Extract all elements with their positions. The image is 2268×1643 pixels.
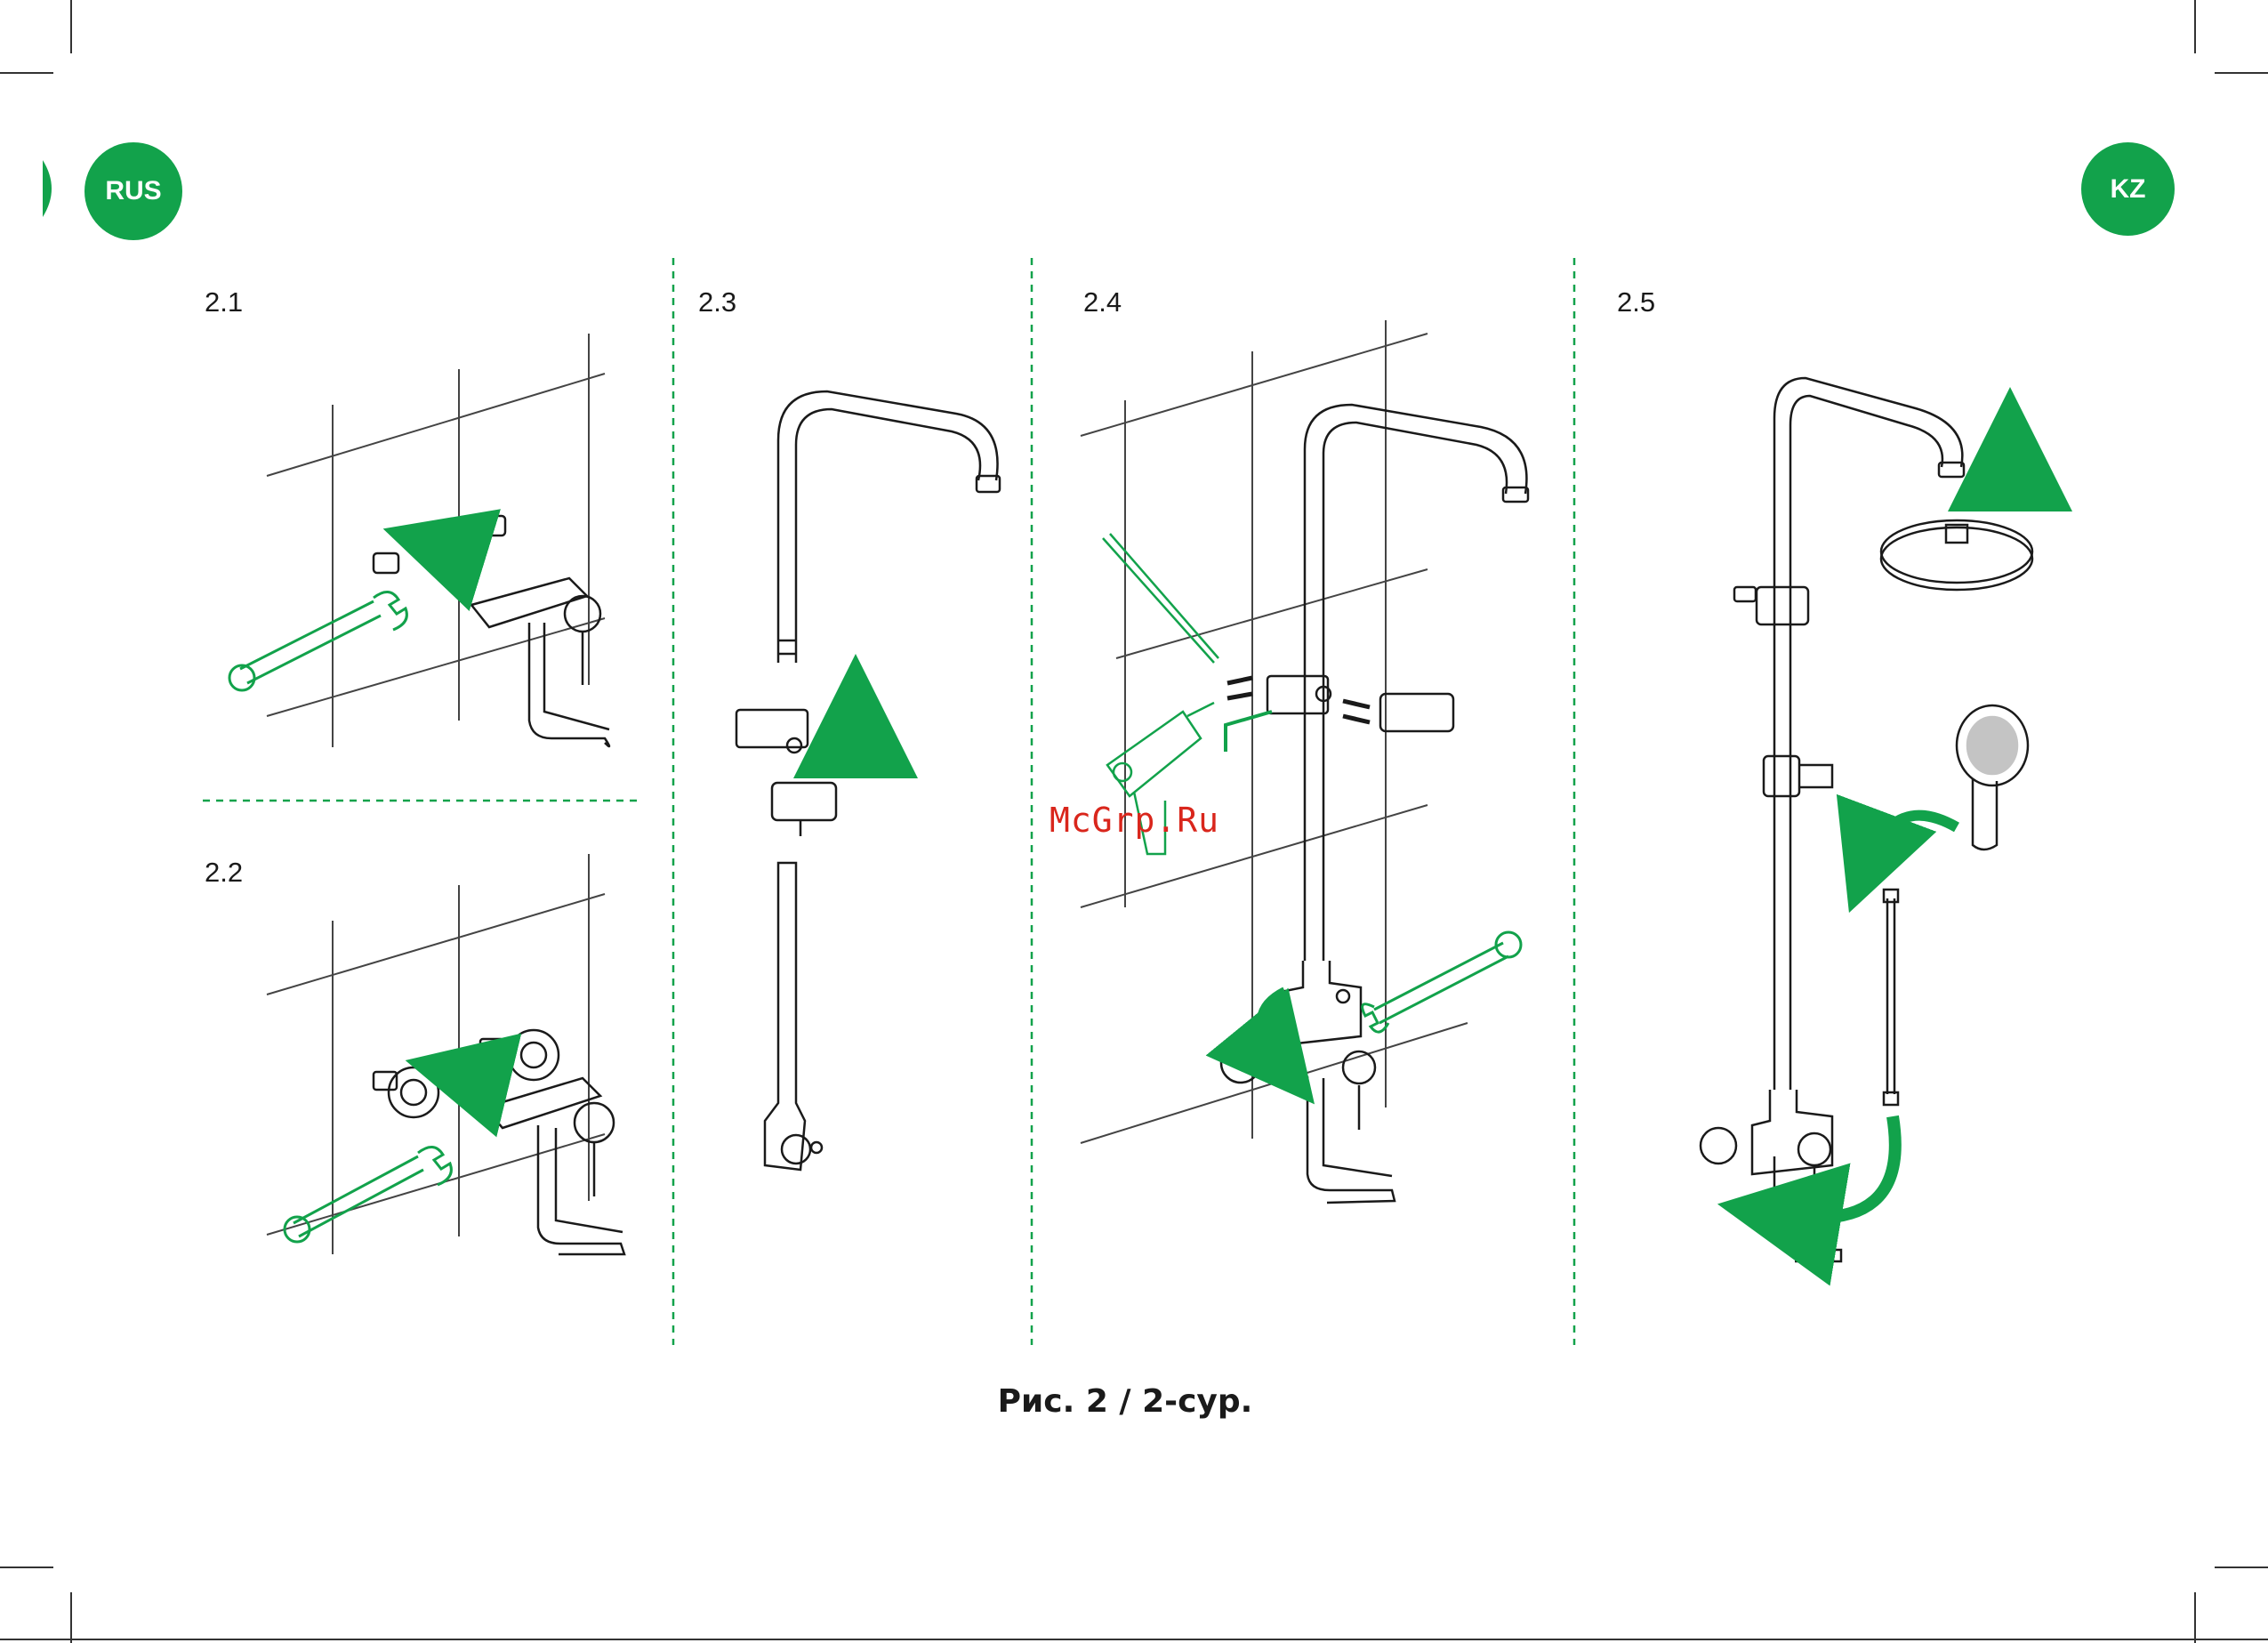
mixer-body xyxy=(485,1078,624,1254)
figure-caption: Рис. 2 / 2-сур. xyxy=(0,1383,2250,1420)
step-label-2-3: 2.3 xyxy=(698,286,736,318)
panel-2-3 xyxy=(736,391,1000,1170)
panel-2-4 xyxy=(1081,320,1528,1203)
rotate-arrow-icon xyxy=(1779,1116,1895,1218)
panel-2-5 xyxy=(1701,378,2032,1261)
step-label-2-1: 2.1 xyxy=(205,286,243,318)
arrow-icon xyxy=(434,544,480,559)
shower-riser-bottom xyxy=(765,863,822,1170)
wall-bracket-parts xyxy=(1227,676,1453,731)
pencil-icon xyxy=(1103,534,1218,663)
shower-riser-top xyxy=(778,391,1000,663)
language-badge-kz: KZ xyxy=(2081,142,2175,236)
edge-tab xyxy=(43,160,52,217)
wrench-icon xyxy=(285,1147,451,1242)
language-badge-rus: RUS xyxy=(84,142,182,240)
watermark: McGrp.Ru xyxy=(1050,801,1219,840)
mixer-body xyxy=(1701,1090,1841,1261)
hex-key-icon xyxy=(1226,712,1272,752)
rain-shower-head-icon xyxy=(1881,520,2032,590)
shower-riser xyxy=(1734,378,1964,1090)
shower-hose xyxy=(1884,890,1898,1105)
step-label-2-5: 2.5 xyxy=(1617,286,1655,318)
wall-tiles xyxy=(267,854,605,1254)
panel-dividers xyxy=(203,258,1574,1345)
arrow-icon xyxy=(457,1073,502,1083)
hand-shower-icon xyxy=(1957,705,2028,850)
panel-2-2 xyxy=(267,854,624,1254)
step-label-2-4: 2.4 xyxy=(1083,286,1122,318)
shower-riser xyxy=(1305,405,1528,961)
step-label-2-2: 2.2 xyxy=(205,857,243,889)
slider-bracket xyxy=(736,710,836,836)
mixer-body xyxy=(1221,961,1395,1203)
wrench-icon xyxy=(229,592,406,690)
rotate-arrow-icon xyxy=(1868,816,1957,863)
